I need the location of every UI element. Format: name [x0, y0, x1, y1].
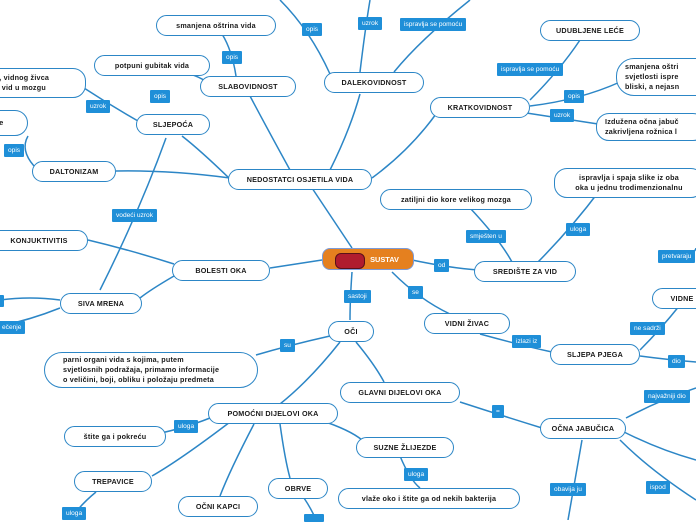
- tag-izlazi: izlazi iz: [512, 335, 542, 348]
- edge: [279, 341, 341, 405]
- tag-su: su: [280, 339, 295, 352]
- tag-uloga: uloga: [174, 420, 199, 433]
- tag-ispravlja: ispravlja se pomoću: [400, 18, 467, 31]
- node-dalekovidnost[interactable]: DALEKOVIDNOST: [324, 72, 424, 93]
- node-ocna-jabucica[interactable]: OČNA JABUČICA: [540, 418, 626, 439]
- tag-najvazniji: najvažniji dio: [644, 390, 690, 403]
- node-daltonizam-desc[interactable]: će: [0, 110, 28, 136]
- tag-ispod: ispod: [646, 481, 670, 494]
- tag-ispravlja: ispravlja se pomoću: [497, 63, 564, 76]
- tag-sastoji: sastoji: [344, 290, 371, 303]
- edge: [619, 439, 696, 501]
- tag-uzrok: uzrok: [550, 109, 575, 122]
- edge: [329, 93, 361, 171]
- node-suzne-zlijezde[interactable]: SUZNE ŽLIJEZDE: [356, 437, 454, 458]
- node-slabovidnost[interactable]: SLABOVIDNOST: [200, 76, 296, 97]
- edge: [311, 187, 353, 249]
- tag-uloga: uloga: [62, 507, 87, 520]
- node-vidne[interactable]: VIDNE: [652, 288, 696, 309]
- node-vlaze[interactable]: vlaže oko i štite ga od nekih bakterija: [338, 488, 520, 509]
- edge: [219, 423, 255, 497]
- tag-edge-left: [0, 295, 4, 307]
- edge: [359, 0, 371, 73]
- edge: [115, 170, 231, 179]
- edge: [393, 0, 471, 73]
- tag-opis: opis: [564, 90, 585, 103]
- tag-pretvaraju: pretvaraju: [658, 250, 696, 263]
- tag-uzrok: uzrok: [358, 17, 383, 30]
- tag-opis: opis: [150, 90, 171, 103]
- edge: [0, 297, 61, 301]
- edge: [151, 421, 231, 477]
- edge: [87, 239, 175, 265]
- tag-cenje: ečenje: [0, 321, 26, 334]
- tag-dio: dio: [668, 355, 685, 368]
- tag-smjesten: smješten u: [466, 230, 506, 243]
- tag-uloga: uloga: [566, 223, 591, 236]
- node-zatiljni[interactable]: zatiljni dio kore velikog mozga: [380, 189, 532, 210]
- node-obrve[interactable]: OBRVE: [268, 478, 328, 499]
- node-nedostatci[interactable]: NEDOSTATCI OSJETILA VIDA: [228, 169, 372, 190]
- tag-obavija: obavija ju: [550, 483, 586, 496]
- tag-vodeci-uzrok: vodeći uzrok: [112, 209, 158, 222]
- node-glavni-dijelovi[interactable]: GLAVNI DIJELOVI OKA: [340, 382, 460, 403]
- node-sljepa-pjega[interactable]: SLJEPA PJEGA: [550, 344, 640, 365]
- node-oci[interactable]: OČI: [328, 321, 374, 342]
- tag-uloga: uloga: [404, 468, 429, 481]
- node-ocni-kapci[interactable]: OČNI KAPCI: [178, 496, 258, 517]
- edge: [279, 0, 331, 75]
- node-vidni-zivac[interactable]: VIDNI ŽIVAC: [424, 313, 510, 334]
- tag-opis: opis: [4, 144, 25, 157]
- root-node-sustav[interactable]: SUSTAV: [322, 248, 414, 270]
- node-smanjena-ostrina[interactable]: smanjena oštrina vida: [156, 15, 276, 36]
- edge: [139, 275, 175, 299]
- node-sljepoca[interactable]: SLJEPOĆA: [136, 114, 210, 135]
- tag-equals: =: [492, 405, 504, 418]
- node-trepavice[interactable]: TREPAVICE: [74, 471, 152, 492]
- eye-image-icon: [335, 253, 365, 269]
- node-siva-mrena[interactable]: SIVA MRENA: [60, 293, 142, 314]
- node-stiti-pokrece[interactable]: štite ga i pokreću: [64, 426, 166, 447]
- node-srediste[interactable]: SREDIŠTE ZA VID: [474, 261, 576, 282]
- edge: [279, 423, 291, 479]
- node-pomocni-dijelovi[interactable]: POMOĆNI DIJELOVI OKA: [208, 403, 338, 424]
- node-potpuni-gubitak[interactable]: potpuni gubitak vida: [94, 55, 210, 76]
- edge: [249, 95, 291, 171]
- edge: [83, 87, 139, 122]
- tag-se: se: [408, 286, 423, 299]
- node-udubljene-lece[interactable]: UDUBLJENE LEĆE: [540, 20, 640, 41]
- node-kratkovidnost[interactable]: KRATKOVIDNOST: [430, 97, 530, 118]
- edge: [181, 135, 231, 180]
- edge: [567, 439, 583, 520]
- tag-od: od: [434, 259, 450, 272]
- node-bolesti[interactable]: BOLESTI OKA: [172, 260, 270, 281]
- edge: [355, 341, 385, 383]
- node-konjuktivitis[interactable]: KONJUKTIVITIS: [0, 230, 88, 251]
- tag-opis: opis: [302, 23, 323, 36]
- edge: [24, 135, 35, 167]
- tag-edge-bottom: [304, 514, 324, 522]
- root-label: SUSTAV: [370, 254, 399, 264]
- node-daltonizam[interactable]: DALTONIZAM: [32, 161, 116, 182]
- tag-uzrok: uzrok: [86, 100, 111, 113]
- edge: [371, 113, 437, 179]
- tag-ne-sadrzi: ne sadrži: [630, 322, 665, 335]
- tag-opis: opis: [222, 51, 243, 64]
- edge: [269, 259, 323, 269]
- edge: [623, 431, 696, 461]
